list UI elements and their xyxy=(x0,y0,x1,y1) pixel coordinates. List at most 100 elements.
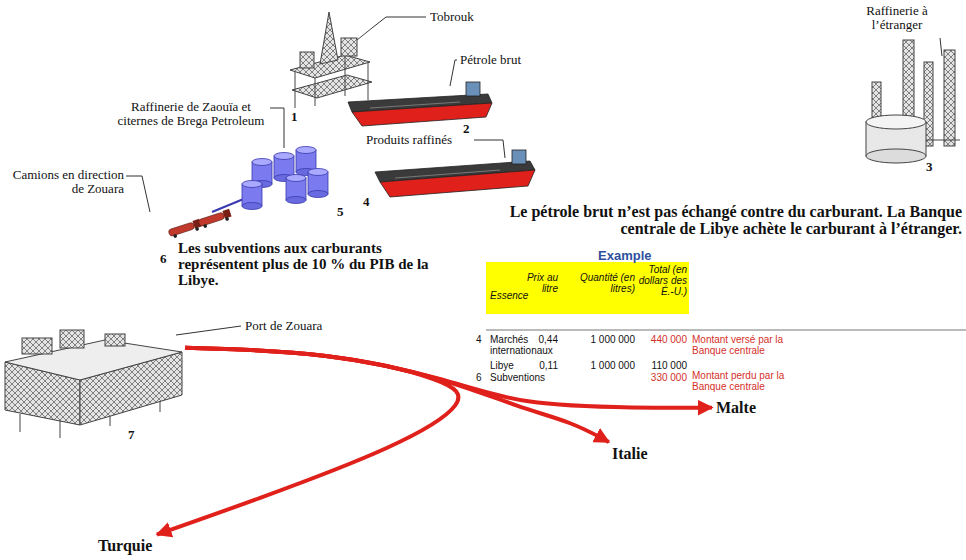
port-structure xyxy=(20,414,21,432)
part-label: Raffinerie à l’étranger xyxy=(842,4,952,32)
callout-number: 7 xyxy=(128,428,135,442)
port-label: Port de Zouara xyxy=(245,319,322,333)
port-node: 7Port de Zouara xyxy=(0,300,185,390)
table-cell: 1 000 000 xyxy=(572,360,635,371)
storage-tanks xyxy=(286,175,306,204)
table-frame xyxy=(486,262,966,330)
products-tanker xyxy=(375,150,535,197)
part-label: Pétrole brut xyxy=(460,53,521,67)
foreign-refinery xyxy=(866,40,960,163)
port-structure xyxy=(5,330,182,438)
oil-platform xyxy=(368,63,369,100)
tanker-trucks xyxy=(198,209,233,229)
oil-platform xyxy=(341,38,357,56)
destination-label: Malte xyxy=(712,396,760,419)
oil-platform xyxy=(345,57,346,96)
table-cell: 1 000 000 xyxy=(572,334,635,345)
tanker-trucks xyxy=(203,224,208,229)
destination-node: Turquie xyxy=(94,534,157,557)
tanker-trucks xyxy=(225,217,230,222)
callout-number: 3 xyxy=(926,160,933,174)
port-structure xyxy=(22,338,52,354)
tanker-trucks xyxy=(198,212,225,227)
callout-number: 4 xyxy=(363,195,370,209)
tanker-trucks xyxy=(195,227,200,232)
foreign-refinery xyxy=(866,115,926,129)
table-frame xyxy=(486,262,689,314)
callout-number: 2 xyxy=(463,122,470,136)
tanker-trucks xyxy=(168,222,195,237)
table-frame xyxy=(486,330,966,331)
products-tanker xyxy=(512,150,526,164)
port-structure xyxy=(160,401,161,412)
crude-tanker xyxy=(352,103,492,126)
tanker-trucks xyxy=(168,209,233,239)
table-header: Total (en dollars des É.-U.) xyxy=(636,264,687,297)
tanker-trucks xyxy=(168,219,203,239)
leader-line xyxy=(126,17,942,335)
storage-tanks xyxy=(242,181,262,210)
crude-tanker xyxy=(348,82,492,126)
oil-platform xyxy=(315,78,316,106)
part-label: Produits raffinés xyxy=(366,133,452,147)
foreign-refinery xyxy=(926,140,960,141)
table-cell: Subventions xyxy=(490,372,545,383)
destination-node: Italie xyxy=(608,442,652,465)
callout-number: 4 xyxy=(476,334,482,345)
oil-platform xyxy=(295,72,296,108)
port-structure xyxy=(110,416,111,426)
storage-tanks xyxy=(308,169,328,198)
port-structure xyxy=(105,334,125,346)
destination-label: Italie xyxy=(608,442,652,465)
oil-platform xyxy=(292,75,372,98)
table-cell: 0,11 xyxy=(518,360,558,371)
oil-platform xyxy=(290,12,372,108)
callout-number: 1 xyxy=(291,110,298,124)
products-tanker xyxy=(380,170,535,197)
table-note: Montant versé par la Banque centrale xyxy=(692,334,804,356)
table-title: Example xyxy=(598,248,651,263)
tanker-trucks xyxy=(222,209,231,219)
crude-tanker xyxy=(466,82,480,96)
note-text: Les subventions aux carburants représent… xyxy=(178,240,456,288)
flow-arrow xyxy=(185,348,712,408)
foreign-refinery xyxy=(866,149,926,163)
table-cell: 110 000 xyxy=(636,360,687,371)
port-structure xyxy=(60,421,61,438)
flow-arrow xyxy=(157,348,458,535)
part-label: Tobrouk xyxy=(430,10,474,24)
table-cell: Libye xyxy=(490,360,514,371)
leader-line xyxy=(450,60,457,86)
destination-node: Malte xyxy=(712,396,760,419)
callout-number: 6 xyxy=(476,372,482,383)
table-header: Essence xyxy=(490,290,528,301)
oil-platform xyxy=(300,52,314,68)
leader-line xyxy=(940,38,942,56)
leader-line xyxy=(176,326,241,335)
table-header: Prix au litre xyxy=(518,272,558,294)
leader-line xyxy=(126,176,150,212)
oil-platform xyxy=(320,12,338,64)
callout-number: 5 xyxy=(337,205,344,219)
port-structure xyxy=(60,330,84,348)
table-header: Quantité (en litres) xyxy=(572,272,635,294)
part-label: Camions en direction de Zouara xyxy=(4,168,124,196)
destination-label: Turquie xyxy=(94,534,156,557)
flow-arrow xyxy=(185,348,609,442)
table-cell: 330 000 xyxy=(636,372,687,383)
oil-platform xyxy=(357,28,372,40)
foreign-refinery xyxy=(944,50,955,146)
table-cell: 0,44 xyxy=(518,334,558,345)
table-cell: 440 000 xyxy=(636,334,687,345)
storage-tanks xyxy=(212,147,328,213)
products-tanker xyxy=(395,170,500,178)
leader-line xyxy=(474,140,505,158)
part-label: Raffinerie de Zaouïa et citernes de Breg… xyxy=(112,100,270,128)
leader-line xyxy=(270,108,284,148)
note-text: Le pétrole brut n’est pas échangé contre… xyxy=(460,203,962,237)
table-note: Montant perdu par la Banque centrale xyxy=(692,370,804,392)
